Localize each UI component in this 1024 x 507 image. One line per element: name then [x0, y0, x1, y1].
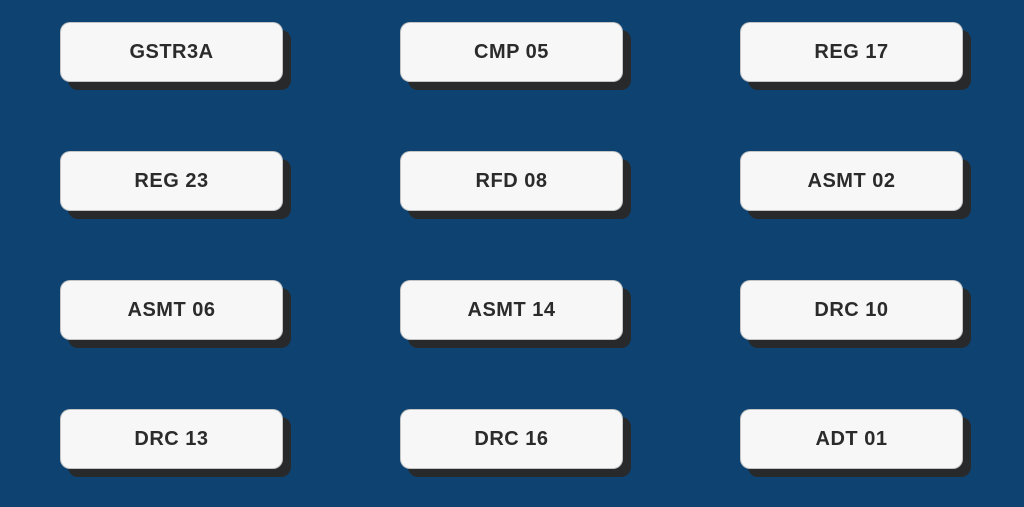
button-drc-13-label: DRC 13	[134, 427, 209, 450]
button-rfd-08[interactable]: RFD 08	[400, 151, 623, 211]
button-gstr3a[interactable]: GSTR3A	[60, 22, 283, 82]
button-adt-01[interactable]: ADT 01	[740, 409, 963, 469]
button-reg-23[interactable]: REG 23	[60, 151, 283, 211]
button-drc-10-label: DRC 10	[814, 298, 889, 321]
button-cmp-05[interactable]: CMP 05	[400, 22, 623, 82]
button-asmt-14[interactable]: ASMT 14	[400, 280, 623, 340]
button-asmt-06[interactable]: ASMT 06	[60, 280, 283, 340]
button-drc-16[interactable]: DRC 16	[400, 409, 623, 469]
button-gstr3a-label: GSTR3A	[129, 40, 214, 63]
button-drc-13[interactable]: DRC 13	[60, 409, 283, 469]
button-reg-17-label: REG 17	[814, 40, 889, 63]
button-reg-17[interactable]: REG 17	[740, 22, 963, 82]
button-reg-23-label: REG 23	[134, 169, 209, 192]
button-adt-01-label: ADT 01	[815, 427, 888, 450]
button-asmt-14-label: ASMT 14	[467, 298, 556, 321]
button-asmt-02-label: ASMT 02	[807, 169, 896, 192]
button-drc-10[interactable]: DRC 10	[740, 280, 963, 340]
button-cmp-05-label: CMP 05	[474, 40, 549, 63]
button-asmt-02[interactable]: ASMT 02	[740, 151, 963, 211]
button-asmt-06-label: ASMT 06	[127, 298, 216, 321]
button-rfd-08-label: RFD 08	[475, 169, 548, 192]
button-drc-16-label: DRC 16	[474, 427, 549, 450]
